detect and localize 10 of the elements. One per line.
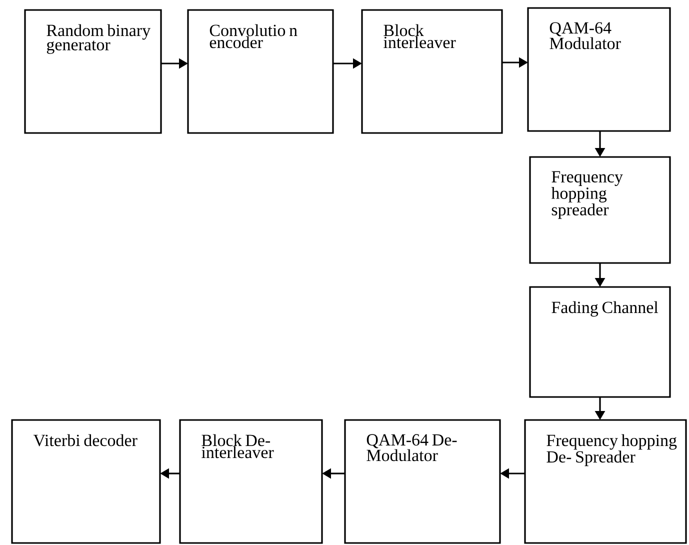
process-box: QAM-64 De- Modulator <box>344 419 501 544</box>
process-box: Frequency hopping spreader <box>529 156 671 264</box>
process-box: QAM-64 Modulator <box>527 7 671 132</box>
process-box: Viterbi decoder <box>11 419 161 544</box>
process-box: Fading Channel <box>529 286 671 398</box>
process-box: Random binary generator <box>24 9 162 134</box>
process-box: Frequency hopping De- Spreader <box>524 419 687 544</box>
process-box: Block De- interleaver <box>179 419 323 544</box>
process-box: Convolutio n encoder <box>187 9 334 134</box>
process-box: Block interleaver <box>361 9 503 134</box>
